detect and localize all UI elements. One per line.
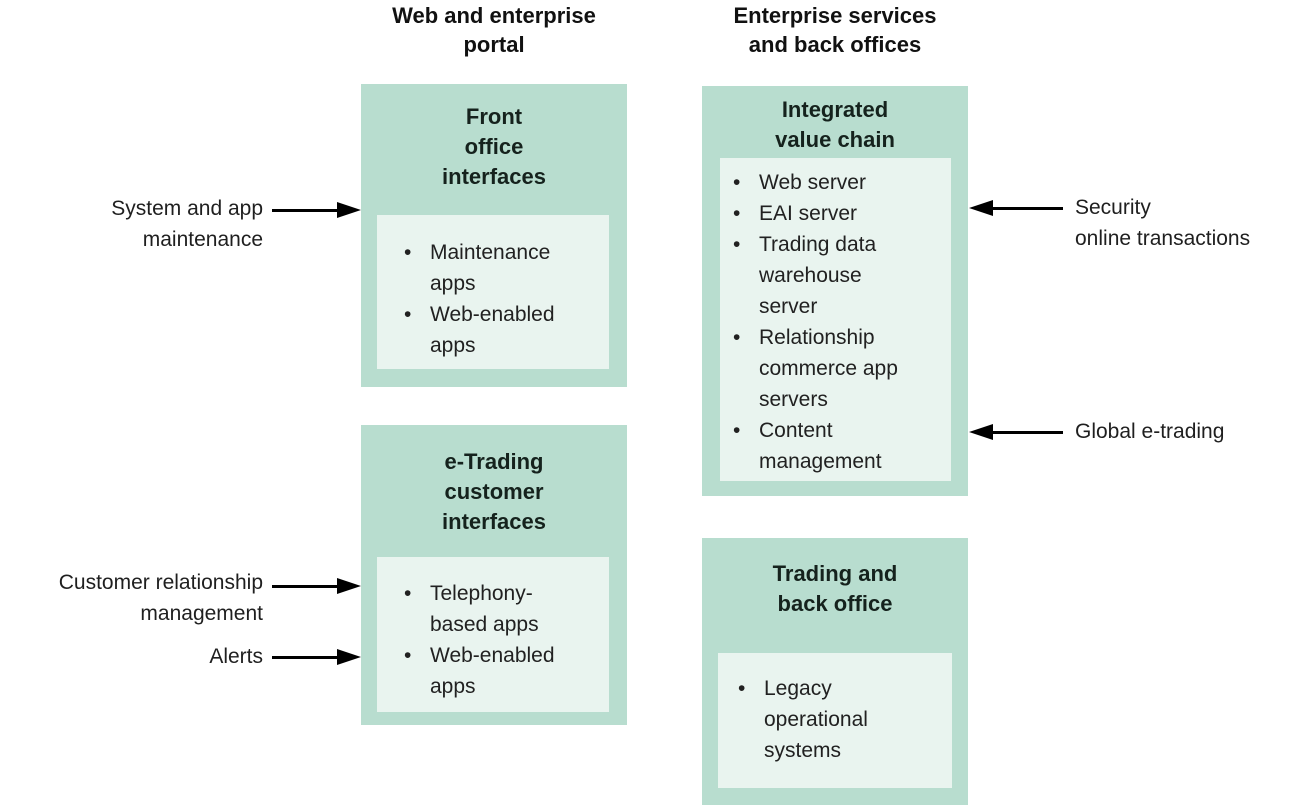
list-item-text: Telephony-based apps (430, 582, 539, 636)
list-item: Web-enabled apps (404, 299, 572, 361)
list-item-text: Trading data warehouse server (759, 233, 877, 318)
box-title-line: interfaces (442, 164, 546, 189)
arrow-head-icon (969, 424, 993, 440)
box-integrated-value-chain: Integrated value chain Web server EAI se… (702, 86, 968, 496)
box-trading-back-office: Trading and back office Legacy operation… (702, 538, 968, 805)
column-header-line: Enterprise services (733, 3, 937, 28)
column-header-enterprise-services: Enterprise services and back offices (702, 1, 968, 59)
arrow-shaft (987, 430, 1063, 434)
box-title-line: interfaces (442, 509, 546, 534)
list-item-text: EAI server (759, 202, 858, 225)
list-item: Relationship commerce app servers (733, 322, 901, 415)
box-title-trading-back-office: Trading and back office (702, 538, 968, 619)
list-item: Content management (733, 415, 901, 477)
box-title-line: Trading and (772, 561, 898, 586)
annotation-line: management (140, 602, 263, 625)
column-header-line: and back offices (748, 32, 922, 57)
list-item: Telephony-based apps (404, 578, 572, 640)
annotation-line: online transactions (1075, 227, 1251, 250)
annotation-line: System and app (111, 197, 263, 220)
box-title-line: office (464, 134, 524, 159)
list-item: Maintenance apps (404, 237, 572, 299)
list-item: Web server (733, 167, 901, 198)
arrow-head-icon (337, 578, 361, 594)
list-item: EAI server (733, 198, 901, 229)
arrow-shaft (272, 584, 343, 588)
box-title-front-office-interfaces: Front office interfaces (361, 84, 627, 192)
panel-integrated-value-chain-servers: Web server EAI server Trading data wareh… (720, 158, 951, 481)
column-header-line: portal (463, 32, 525, 57)
list-item: Web-enabled apps (404, 640, 572, 702)
list-item-text: Relationship commerce app servers (759, 326, 898, 411)
list-item: Trading data warehouse server (733, 229, 901, 322)
panel-etrading-apps: Telephony-based apps Web-enabled apps (377, 557, 609, 712)
box-title-line: Front (465, 104, 523, 129)
annotation-line: Customer relationship (58, 571, 263, 594)
annotation-line: maintenance (142, 228, 263, 251)
column-header-line: Web and enterprise (392, 3, 596, 28)
arrow-right-icon (272, 202, 361, 218)
annotation-system-and-app-maintenance: System and app maintenance (0, 193, 263, 255)
list-item: Legacy operational systems (738, 673, 906, 766)
box-title-etrading-customer-interfaces: e-Trading customer interfaces (361, 425, 627, 537)
annotation-alerts: Alerts (0, 641, 263, 672)
arrow-shaft (987, 206, 1063, 210)
annotation-security-online-transactions: Security online transactions (1075, 192, 1299, 254)
arrow-head-icon (969, 200, 993, 216)
annotation-line: Alerts (209, 645, 263, 668)
list-item-text: Web server (759, 171, 866, 194)
arrow-head-icon (337, 649, 361, 665)
box-title-line: Integrated (781, 97, 889, 122)
arrow-head-icon (337, 202, 361, 218)
arrow-left-icon (969, 200, 1063, 216)
list-item-text: Maintenance apps (430, 241, 551, 295)
box-title-line: back office (777, 591, 893, 616)
annotation-customer-relationship-management: Customer relationship management (0, 567, 263, 629)
column-header-web-enterprise-portal: Web and enterprise portal (361, 1, 627, 59)
annotation-line: Security (1075, 196, 1151, 219)
box-title-integrated-value-chain: Integrated value chain (702, 86, 968, 155)
annotation-line: Global e-trading (1075, 420, 1225, 443)
list-item-text: Legacy operational systems (764, 677, 868, 762)
arrow-shaft (272, 208, 343, 212)
arrow-left-icon (969, 424, 1063, 440)
box-etrading-customer-interfaces: e-Trading customer interfaces Telephony-… (361, 425, 627, 725)
arrow-right-icon (272, 578, 361, 594)
box-title-line: e-Trading (444, 449, 544, 474)
box-front-office-interfaces: Front office interfaces Maintenance apps… (361, 84, 627, 387)
annotation-global-etrading: Global e-trading (1075, 416, 1299, 447)
list-item-text: Web-enabled apps (430, 303, 555, 357)
list-item-text: Content management (759, 419, 882, 473)
panel-front-office-apps: Maintenance apps Web-enabled apps (377, 215, 609, 369)
box-title-line: customer (444, 479, 544, 504)
box-title-line: value chain (775, 127, 895, 152)
list-item-text: Web-enabled apps (430, 644, 555, 698)
arrow-right-icon (272, 649, 361, 665)
panel-legacy-systems: Legacy operational systems (718, 653, 952, 788)
arrow-shaft (272, 655, 343, 659)
